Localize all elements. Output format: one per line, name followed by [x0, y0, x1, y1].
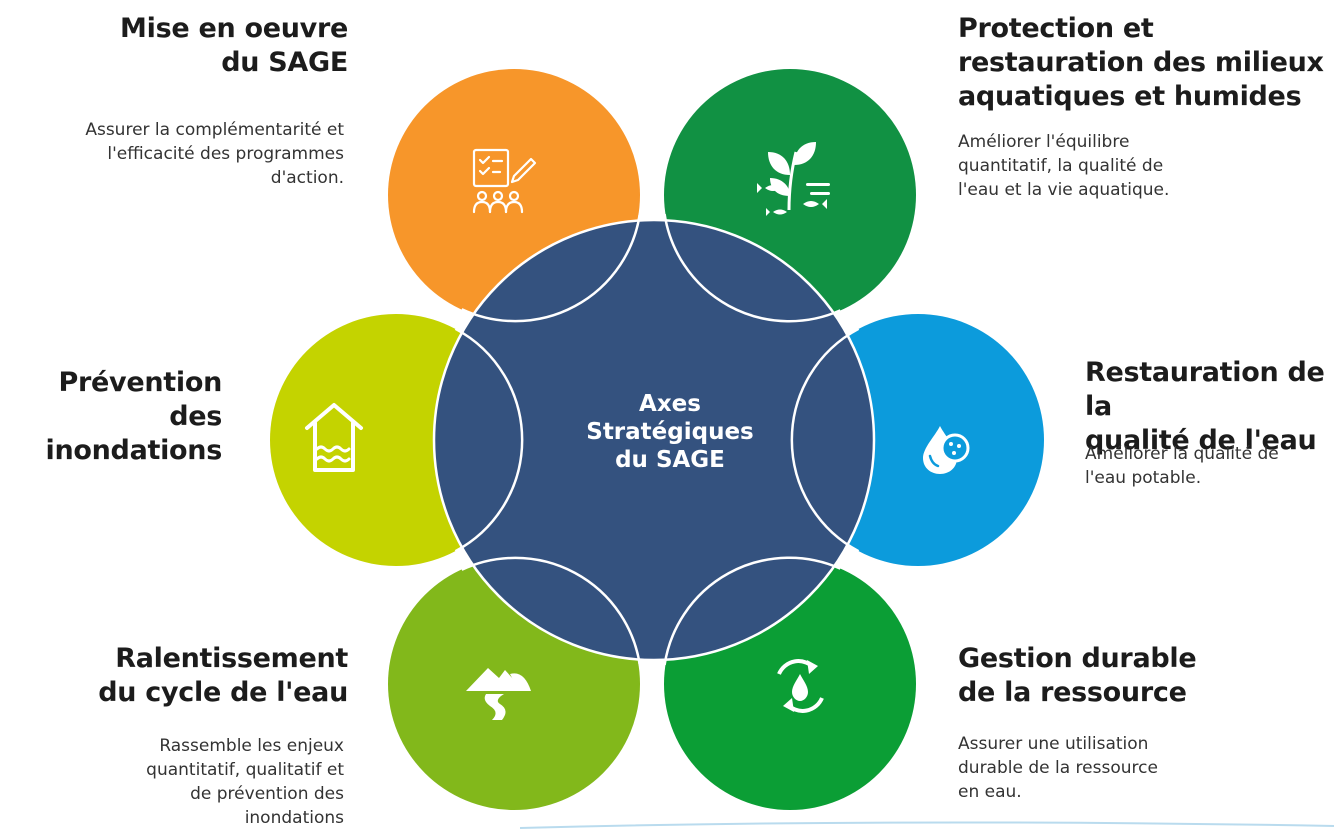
water-drop-quality-icon [923, 426, 970, 474]
axis-desc-gestion-ressource: Assurer une utilisation durable de la re… [958, 732, 1258, 804]
water-cycle-icon [777, 659, 824, 713]
axis-desc-ralentissement: Rassemble les enjeux quantitatif, qualit… [24, 734, 344, 830]
desc-line: durable de la ressource [958, 758, 1158, 778]
center-line: Axes [639, 391, 701, 417]
desc-line: Améliorer l'équilibre [958, 132, 1130, 152]
overlap-arc-left [454, 327, 524, 553]
title-line: du SAGE [221, 47, 348, 78]
center-label: Axes Stratégiques du SAGE [540, 390, 800, 474]
axis-desc-protection-milieux: Améliorer l'équilibre quantitatif, la qu… [958, 130, 1258, 202]
overlap-arc-top-left [461, 213, 642, 323]
desc-line: d'action. [270, 168, 344, 188]
axis-title-protection-milieux: Protection et restauration des milieux a… [958, 12, 1330, 114]
desc-line: inondations [244, 808, 344, 828]
title-line: qualité de l'eau [1085, 425, 1317, 456]
center-line: du SAGE [615, 447, 725, 473]
title-line: Prévention des [58, 367, 223, 432]
desc-line: l'eau potable. [1085, 468, 1202, 488]
center-circle [432, 218, 876, 662]
axis-title-prevention-inondations: Prévention des inondations [2, 366, 223, 468]
title-line: Ralentissement [115, 643, 348, 674]
axis-title-gestion-ressource: Gestion durable de la ressource [958, 642, 1288, 710]
axis-title-restauration-qualite: Restauration de la qualité de l'eau [1085, 356, 1333, 458]
desc-line: l'eau et la vie aquatique. [958, 180, 1170, 200]
axis-title-ralentissement: Ralentissement du cycle de l'eau [18, 642, 348, 710]
flooded-house-icon [305, 403, 363, 472]
desc-line: de prévention des [190, 784, 344, 804]
desc-line: Rassemble les enjeux [159, 736, 344, 756]
title-line: Mise en oeuvre [120, 13, 348, 44]
title-line: restauration des milieux [958, 47, 1324, 78]
desc-line: Assurer une utilisation [958, 734, 1149, 754]
landscape-river-icon [466, 668, 531, 720]
desc-line: Assurer la complémentarité et [85, 120, 344, 140]
title-line: Gestion durable [958, 643, 1197, 674]
axis-desc-mise-en-oeuvre: Assurer la complémentarité et l'efficaci… [4, 118, 344, 190]
axis-title-mise-en-oeuvre: Mise en oeuvre du SAGE [48, 12, 348, 80]
title-line: Protection et [958, 13, 1154, 44]
desc-line: quantitatif, la qualité de [958, 156, 1164, 176]
title-line: inondations [45, 435, 223, 466]
planning-meeting-icon [472, 148, 537, 214]
title-line: du cycle de l'eau [98, 677, 348, 708]
desc-line: l'efficacité des programmes [107, 144, 344, 164]
title-line: Restauration de la [1085, 357, 1325, 422]
desc-line: quantitatif, qualitatif et [146, 760, 344, 780]
desc-line: Améliorer la qualité de [1085, 444, 1279, 464]
desc-line: en eau. [958, 782, 1022, 802]
title-line: de la ressource [958, 677, 1187, 708]
overlap-arc-bottom-left [461, 556, 642, 666]
overlap-arc-bottom-right [663, 556, 841, 666]
title-line: aquatiques et humides [958, 81, 1302, 112]
aquatic-plants-fish-icon [757, 142, 830, 216]
overlap-arc-right [790, 327, 860, 553]
center-line: Stratégiques [586, 419, 754, 445]
decorative-baseline [519, 821, 1334, 829]
axis-desc-restauration-qualite: Améliorer la qualité de l'eau potable. [1085, 442, 1333, 490]
overlap-arc-top-right [663, 213, 841, 323]
